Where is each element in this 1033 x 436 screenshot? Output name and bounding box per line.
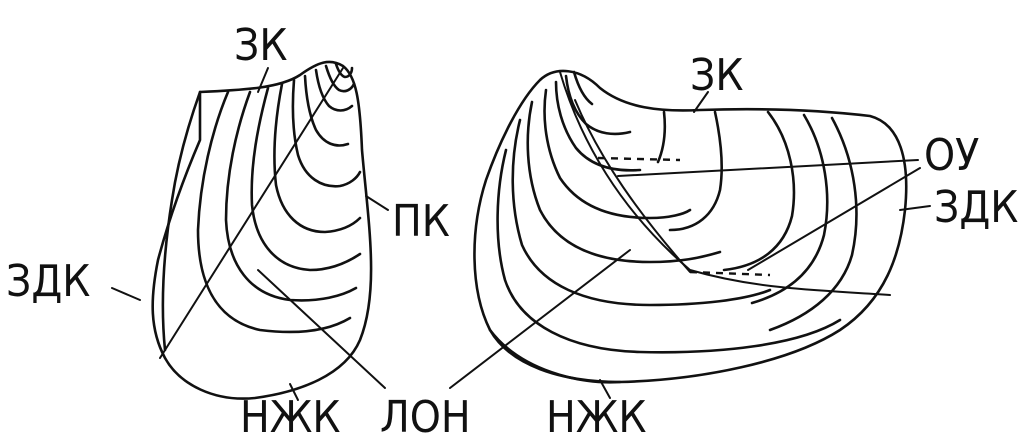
right-axis-line [560, 72, 890, 295]
leader-lines [112, 68, 930, 400]
left-axis-line [160, 68, 343, 358]
label-zdk-right: ЗДК [934, 182, 1018, 233]
right-ridge-line [575, 100, 690, 272]
label-zdk-left: ЗДК [6, 256, 90, 307]
label-pk: ПК [392, 196, 450, 247]
muscle-scar-upper [598, 158, 680, 160]
left-shell [153, 62, 371, 399]
label-ou: ОУ [924, 130, 979, 181]
labels: ЗК ПК ЗДК НЖК ЛОН ЗК ОУ ЗДК НЖК [6, 20, 1018, 436]
leader-zdk-left [112, 288, 140, 300]
label-zk-right: ЗК [690, 50, 743, 101]
label-zk-left: ЗК [234, 20, 287, 71]
leader-ou-lower [748, 168, 920, 270]
right-shell [474, 71, 906, 382]
leader-zk-left [258, 68, 268, 92]
label-nzhk-left: НЖК [240, 392, 341, 436]
right-growth-lines [490, 72, 856, 382]
label-nzhk-right: НЖК [546, 392, 647, 436]
leader-ou-upper [618, 160, 918, 176]
leader-pk [366, 196, 388, 210]
label-lon: ЛОН [380, 392, 471, 436]
leader-lon-left [258, 270, 385, 388]
